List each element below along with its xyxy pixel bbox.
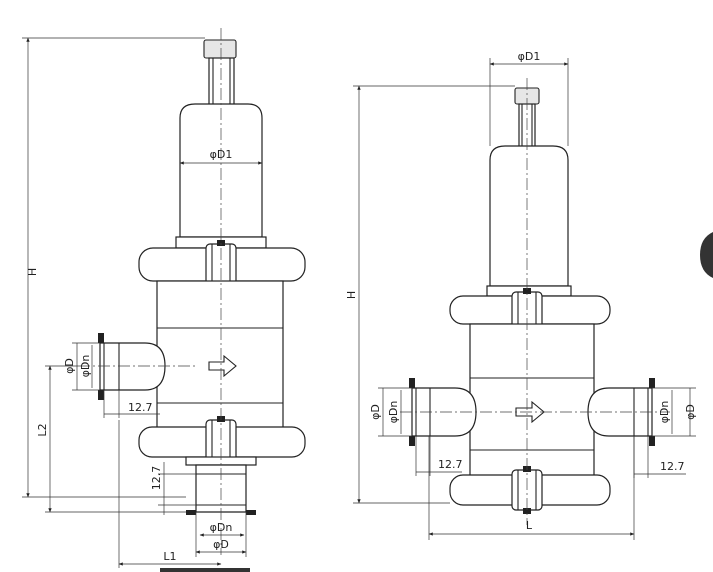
right-right-outer-dia-label: φD xyxy=(684,404,697,420)
right-valve-view xyxy=(400,78,670,525)
left-outlet-stub-label: 12.7 xyxy=(150,466,163,491)
right-length-label: L xyxy=(526,519,533,532)
left-l2-label: L2 xyxy=(36,423,49,436)
left-l1-label: L1 xyxy=(163,550,176,563)
left-valve-view xyxy=(78,28,306,555)
right-left-stub-label: 12.7 xyxy=(438,458,463,471)
right-left-inner-dia-label: φDn xyxy=(387,401,400,424)
right-height-label: H xyxy=(345,291,358,299)
right-labels: φD1 H φD φDn 12.7 φDn φD 12.7 L xyxy=(345,50,697,532)
left-height-label: H xyxy=(26,268,39,276)
left-labels: H φD1 φD φDn 12.7 L2 12.7 φDn φD L1 xyxy=(26,148,232,563)
right-right-stub-label: 12.7 xyxy=(660,460,685,473)
left-inlet-outer-dia-label: φD xyxy=(63,358,76,374)
left-inlet-inner-dia-label: φDn xyxy=(79,355,92,378)
left-outlet-inner-dia-label: φDn xyxy=(210,521,233,534)
right-left-outer-dia-label: φD xyxy=(369,404,382,420)
right-right-inner-dia-label: φDn xyxy=(658,401,671,424)
left-body-diameter-label: φD1 xyxy=(210,148,233,161)
left-dimensions xyxy=(22,37,263,572)
left-inlet-stub-label: 12.7 xyxy=(128,401,153,414)
right-top-diameter-label: φD1 xyxy=(518,50,541,63)
left-outlet-outer-dia-label: φD xyxy=(213,538,229,551)
right-dimensions xyxy=(353,58,713,540)
